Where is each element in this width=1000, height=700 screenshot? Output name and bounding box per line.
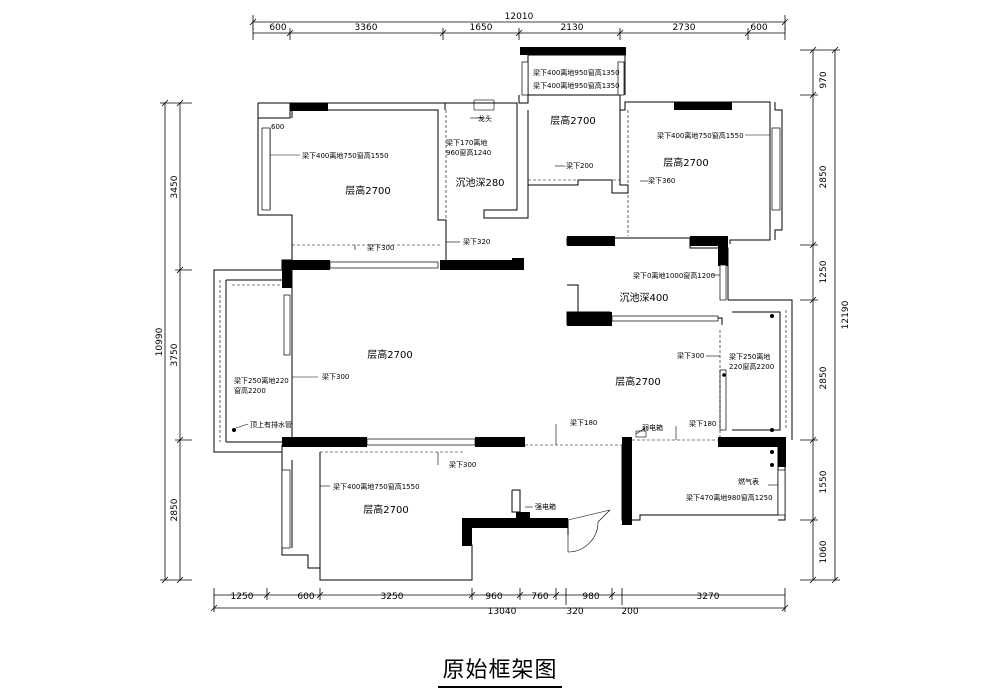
- note-window-4b: 960窗高1240: [446, 148, 491, 157]
- balcony-railings: [219, 280, 787, 442]
- dim-right-total: 12190: [841, 300, 851, 329]
- dim-right-1: 970: [819, 71, 829, 88]
- dim-bottom-3: 3250: [381, 592, 404, 602]
- annotations: 梁下400离地950窗高1350 梁下400离地950窗高1350 600 龙头…: [234, 68, 778, 511]
- room-label-bath-1: 层高2700: [550, 114, 595, 127]
- dim-top-4: 2130: [561, 23, 584, 33]
- dim-top-6: 600: [750, 23, 767, 33]
- note-window-10: 梁下470离地980窗高1250: [686, 493, 773, 502]
- right-dimensions: [800, 46, 840, 584]
- note-window-6: 梁下0离地1000窗高1200: [633, 271, 715, 280]
- room-label-bedroom-2: 层高2700: [663, 156, 708, 169]
- note-power-box: 强电箱: [535, 502, 556, 511]
- note-beam-180-a: 梁下180: [570, 418, 597, 427]
- dim-bottom-total: 13040: [488, 607, 517, 617]
- note-beam-180-b: 梁下180: [689, 419, 716, 428]
- columns: [282, 47, 786, 546]
- dim-top-1: 600: [269, 23, 286, 33]
- dim-bottom-7: 3270: [697, 592, 720, 602]
- room-label-bedroom-1: 层高2700: [345, 184, 390, 197]
- beams: [291, 110, 721, 453]
- note-drain-pipe: 顶上有排水管: [250, 420, 292, 429]
- note-beam-300-d: 梁下300: [449, 460, 476, 469]
- dim-bottom-sub-2: 200: [621, 607, 638, 617]
- dim-left-2: 3750: [170, 343, 180, 366]
- bottom-dimensions: [210, 588, 789, 612]
- note-beam-300-a: 梁下300: [367, 243, 394, 252]
- note-window-3: 梁下400离地750窗高1550: [302, 151, 389, 160]
- dim-bottom-2: 600: [297, 592, 314, 602]
- note-600: 600: [271, 123, 284, 131]
- sink-depth-2: 沉池深400: [619, 291, 668, 304]
- dim-top-3: 1650: [470, 23, 493, 33]
- dim-bottom-1: 1250: [231, 592, 254, 602]
- note-window-9: 梁下400离地750窗高1550: [333, 482, 420, 491]
- dim-left-1: 3450: [170, 175, 180, 198]
- note-weak-current-box: 弱电箱: [642, 423, 663, 432]
- note-window-5: 梁下400离地750窗高1550: [657, 131, 744, 140]
- note-gas-meter: 燃气表: [738, 477, 759, 486]
- note-beam-320: 梁下320: [463, 237, 490, 246]
- drain-marker: [232, 428, 236, 432]
- note-beam-300-c: 梁下300: [322, 372, 349, 381]
- dim-bottom-5: 760: [531, 592, 548, 602]
- note-window-8b: 窗高2200: [234, 386, 266, 395]
- room-label-living: 层高2700: [367, 348, 412, 361]
- dim-right-5: 1550: [819, 470, 829, 493]
- note-window-7a: 梁下250离地: [729, 352, 770, 361]
- dim-right-3: 1250: [819, 260, 829, 283]
- note-window-7b: 220窗高2200: [729, 362, 774, 371]
- top-dimensions: [249, 15, 789, 40]
- drain-marker: [770, 314, 774, 318]
- note-window-4a: 梁下170离地: [446, 138, 487, 147]
- drawing-title: 原始框架图: [0, 652, 1000, 688]
- note-beam-300-b: 梁下300: [677, 351, 704, 360]
- dim-left-3: 2850: [170, 498, 180, 521]
- room-label-bedroom-3: 层高2700: [363, 503, 408, 516]
- drain-marker: [770, 450, 774, 454]
- drain-marker: [722, 373, 726, 377]
- note-window-8a: 梁下250离地220: [234, 376, 289, 385]
- dim-bottom-4: 960: [485, 592, 502, 602]
- faucet-marker: [473, 99, 495, 111]
- note-faucet: 龙头: [478, 114, 492, 123]
- note-beam-360: 梁下360: [648, 176, 675, 185]
- note-window-2: 梁下400离地950窗高1350: [533, 81, 620, 90]
- dim-top-total: 12010: [505, 12, 534, 22]
- drain-marker: [770, 463, 774, 467]
- dim-left-total: 10990: [155, 327, 165, 356]
- dim-top-5: 2730: [673, 23, 696, 33]
- entry-door: [567, 509, 611, 553]
- dim-right-4: 2850: [819, 366, 829, 389]
- dim-bottom-sub-1: 320: [566, 607, 583, 617]
- windows: [261, 61, 786, 549]
- room-label-dining: 层高2700: [615, 375, 660, 388]
- sink-depth-1: 沉池深280: [455, 176, 504, 189]
- drawing-title-text: 原始框架图: [438, 652, 562, 688]
- dim-top-2: 3360: [355, 23, 378, 33]
- dim-right-6: 1060: [819, 540, 829, 563]
- note-window-1: 梁下400离地950窗高1350: [533, 68, 620, 77]
- drain-marker: [770, 428, 774, 432]
- dim-bottom-6: 980: [582, 592, 599, 602]
- note-beam-200: 梁下200: [566, 161, 593, 170]
- left-dimensions: [160, 99, 192, 584]
- dim-right-2: 2850: [819, 165, 829, 188]
